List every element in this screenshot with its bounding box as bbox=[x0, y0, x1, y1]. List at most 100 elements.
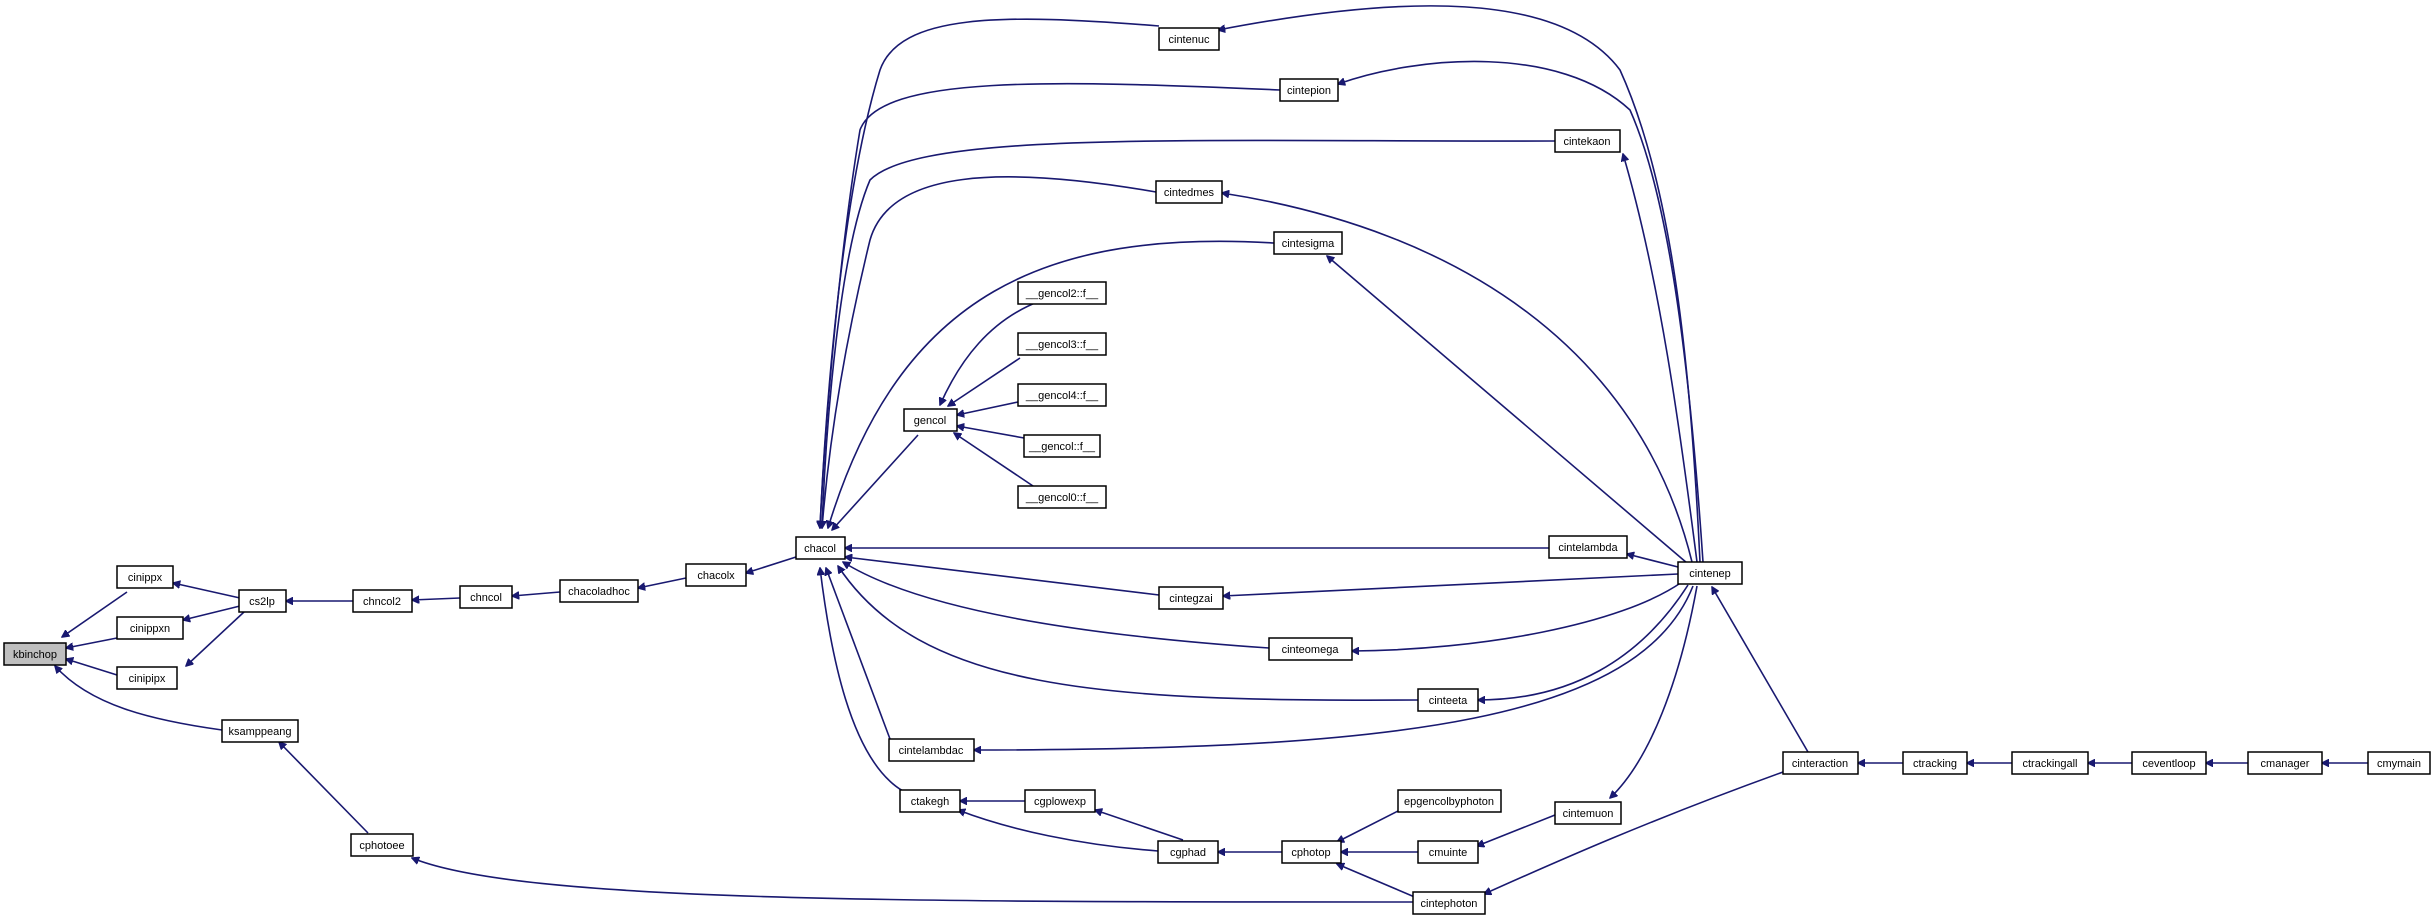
node-ctrackingall[interactable]: ctrackingall bbox=[2011, 751, 2089, 775]
node-cintepion[interactable]: cintepion bbox=[1279, 78, 1339, 102]
node-label: cintedmes bbox=[1164, 187, 1215, 199]
node-label: cinteomega bbox=[1282, 644, 1340, 656]
node-kbinchop[interactable]: kbinchop bbox=[3, 642, 67, 666]
node-label: cintegzai bbox=[1169, 593, 1212, 605]
node-chacol[interactable]: chacol bbox=[795, 536, 846, 560]
node-gencol2[interactable]: __gencol2::f__ bbox=[1017, 281, 1107, 305]
node-label: ksamppeang bbox=[229, 726, 292, 738]
edge-cs2lp-cinippx bbox=[173, 583, 241, 599]
edges bbox=[55, 5, 2368, 903]
edge-gencol3-gencol bbox=[948, 357, 1021, 406]
edge-cintenep-cinteomega bbox=[1352, 581, 1683, 651]
node-gencol0[interactable]: __gencol0::f__ bbox=[1017, 485, 1107, 509]
edge-gencol1-gencol bbox=[957, 426, 1025, 439]
node-cintedmes[interactable]: cintedmes bbox=[1155, 180, 1223, 204]
edge-cintenep-cintedmes bbox=[1222, 193, 1693, 563]
node-label: cintelambdac bbox=[899, 745, 964, 757]
node-cinippx[interactable]: cinippx bbox=[116, 565, 174, 589]
node-cmuinte[interactable]: cmuinte bbox=[1417, 840, 1479, 864]
node-label: chacolx bbox=[697, 570, 735, 582]
edge-cintenep-cintelambda bbox=[1627, 554, 1679, 568]
node-label: cinippxn bbox=[130, 623, 170, 635]
node-ctakegh[interactable]: ctakegh bbox=[899, 789, 961, 813]
node-label: ctracking bbox=[1913, 758, 1957, 770]
node-gencol3[interactable]: __gencol3::f__ bbox=[1017, 332, 1107, 356]
node-cintenep[interactable]: cintenep bbox=[1677, 561, 1743, 585]
edge-cintenep-cintekaon bbox=[1623, 154, 1698, 563]
edge-ksamppeang-kbinchop bbox=[55, 666, 223, 731]
node-cintekaon[interactable]: cintekaon bbox=[1554, 129, 1621, 153]
edge-cintenuc-chacol bbox=[820, 18, 1160, 528]
node-cinippxn[interactable]: cinippxn bbox=[116, 616, 184, 640]
edge-cintenep-cintemuon bbox=[1610, 585, 1698, 798]
node-label: cintepion bbox=[1287, 85, 1331, 97]
edge-chacolx-chacoladhoc bbox=[638, 577, 687, 588]
node-label: ctakegh bbox=[911, 796, 950, 808]
node-cinteeta[interactable]: cinteeta bbox=[1417, 688, 1479, 712]
node-label: __gencol3::f__ bbox=[1025, 339, 1099, 351]
node-chacoladhoc[interactable]: chacoladhoc bbox=[559, 579, 639, 603]
node-chncol2[interactable]: chncol2 bbox=[352, 589, 413, 613]
node-ctracking[interactable]: ctracking bbox=[1902, 751, 1968, 775]
node-gencol4[interactable]: __gencol4::f__ bbox=[1017, 383, 1107, 407]
node-label: cphotop bbox=[1291, 847, 1330, 859]
node-cintesigma[interactable]: cintesigma bbox=[1273, 231, 1343, 255]
edge-gencol-chacol bbox=[832, 434, 919, 530]
node-gencol[interactable]: gencol bbox=[903, 408, 958, 432]
node-cinteomega[interactable]: cinteomega bbox=[1268, 637, 1353, 661]
node-label: cinteeta bbox=[1429, 695, 1468, 707]
node-cintemuon[interactable]: cintemuon bbox=[1554, 801, 1622, 825]
node-ksamppeang[interactable]: ksamppeang bbox=[221, 719, 299, 743]
edge-cintesigma-chacol bbox=[828, 240, 1275, 528]
edge-cinteomega-chacol bbox=[843, 562, 1270, 649]
edge-cinippx-kbinchop bbox=[62, 591, 128, 637]
edge-cgphad-ctakegh bbox=[958, 810, 1159, 852]
edge-cintedmes-chacol bbox=[822, 176, 1157, 528]
node-label: chacoladhoc bbox=[568, 586, 630, 598]
edge-cintenep-cintegzai bbox=[1223, 573, 1679, 596]
node-label: __gencol::f__ bbox=[1028, 441, 1096, 453]
node-cgplowexp[interactable]: cgplowexp bbox=[1024, 789, 1096, 813]
node-label: cintekaon bbox=[1563, 136, 1610, 148]
node-label: cintenep bbox=[1689, 568, 1731, 580]
node-label: chncol2 bbox=[363, 596, 401, 608]
node-label: cintenuc bbox=[1169, 34, 1210, 46]
node-ceventloop[interactable]: ceventloop bbox=[2131, 751, 2207, 775]
node-cintephoton[interactable]: cintephoton bbox=[1412, 891, 1486, 915]
node-label: cintelambda bbox=[1558, 542, 1618, 554]
edge-cs2lp-cinippxn bbox=[183, 605, 241, 620]
node-label: cintephoton bbox=[1421, 898, 1478, 910]
edge-cinteraction-cintenep bbox=[1712, 587, 1809, 753]
edge-cintepion-chacol bbox=[820, 82, 1281, 528]
node-cintenuc[interactable]: cintenuc bbox=[1158, 27, 1220, 51]
node-label: chncol bbox=[470, 592, 502, 604]
node-cmymain[interactable]: cmymain bbox=[2367, 751, 2431, 775]
edge-cintenep-cinteeta bbox=[1478, 584, 1689, 700]
node-label: __gencol0::f__ bbox=[1025, 492, 1099, 504]
edge-cinippxn-kbinchop bbox=[66, 637, 118, 648]
node-cgphad[interactable]: cgphad bbox=[1157, 840, 1219, 864]
node-cphotop[interactable]: cphotop bbox=[1281, 840, 1342, 864]
node-cintegzai[interactable]: cintegzai bbox=[1158, 586, 1224, 610]
node-epgencolbyphoton[interactable]: epgencolbyphoton bbox=[1397, 789, 1502, 813]
node-chncol[interactable]: chncol bbox=[459, 585, 513, 609]
node-cinipipx[interactable]: cinipipx bbox=[116, 666, 178, 690]
node-cintelambda[interactable]: cintelambda bbox=[1548, 535, 1628, 559]
node-label: cgphad bbox=[1170, 847, 1206, 859]
node-cmanager[interactable]: cmanager bbox=[2247, 751, 2323, 775]
node-label: cmuinte bbox=[1429, 847, 1468, 859]
node-cs2lp[interactable]: cs2lp bbox=[238, 589, 287, 613]
edge-cinteraction-cintephoton bbox=[1484, 771, 1784, 894]
edge-chacoladhoc-chncol bbox=[512, 591, 561, 596]
edge-cinteeta-chacol bbox=[838, 566, 1419, 701]
edge-gencol0-gencol bbox=[954, 433, 1037, 489]
edge-cinipipx-kbinchop bbox=[66, 659, 118, 676]
edge-gencol4-gencol bbox=[957, 401, 1019, 415]
node-label: cintemuon bbox=[1563, 808, 1614, 820]
node-cphotoee[interactable]: cphotoee bbox=[350, 833, 414, 857]
node-chacolx[interactable]: chacolx bbox=[685, 563, 747, 587]
node-cintelambdac[interactable]: cintelambdac bbox=[888, 738, 975, 762]
edge-epgencolbyphoton-cphotop bbox=[1337, 809, 1401, 842]
node-cinteraction[interactable]: cinteraction bbox=[1782, 751, 1859, 775]
node-gencol1[interactable]: __gencol::f__ bbox=[1023, 434, 1101, 458]
